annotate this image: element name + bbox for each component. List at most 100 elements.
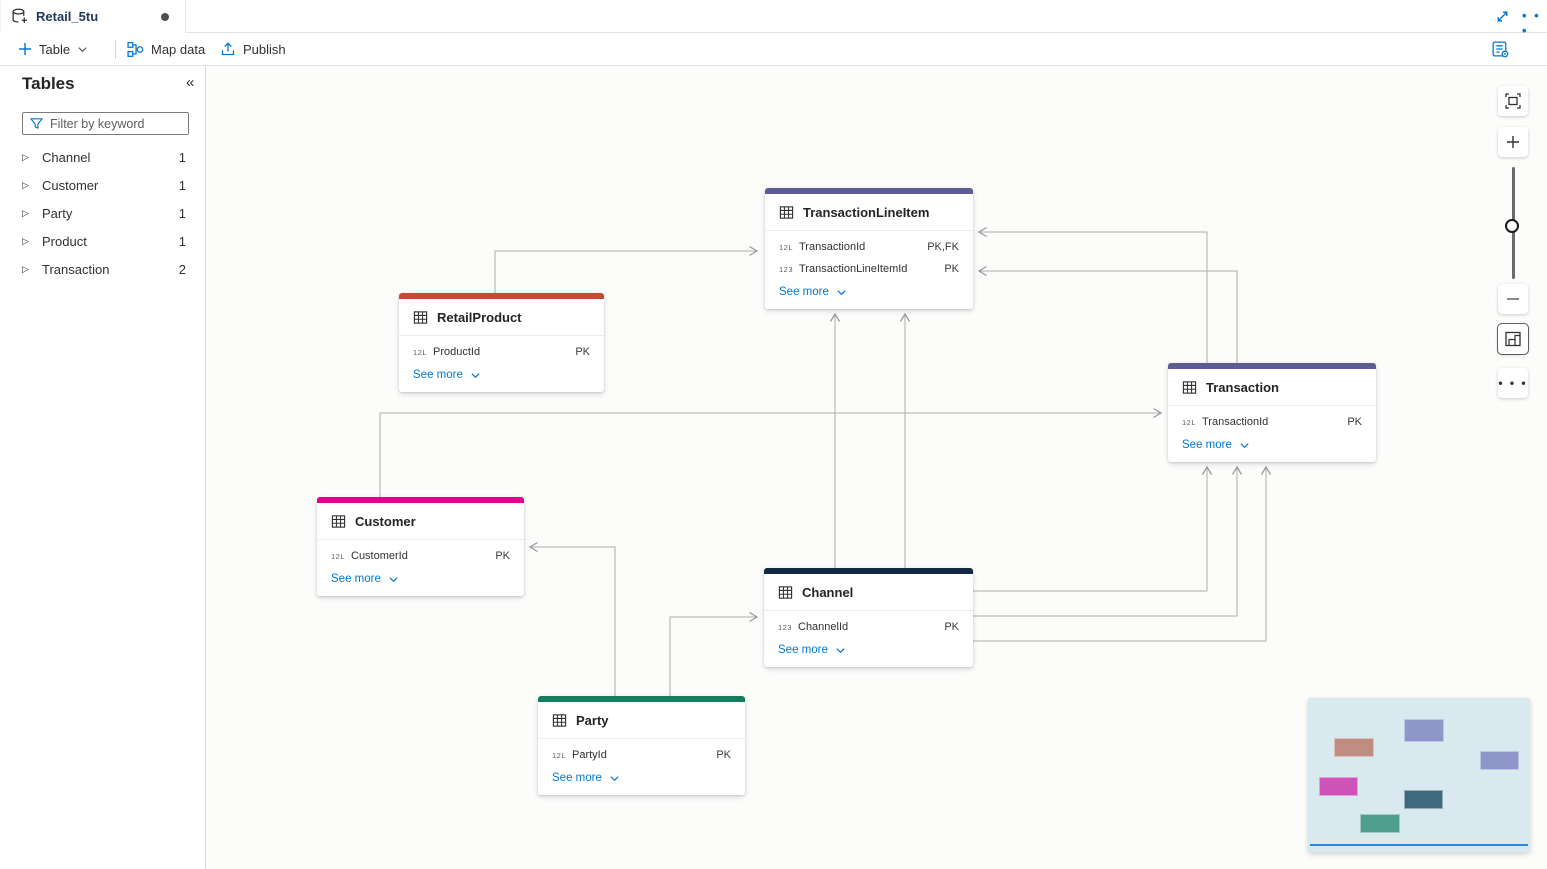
minimap-rect-channel — [1404, 790, 1443, 809]
table-count-badge: 1 — [178, 177, 186, 193]
entity-accent-bar — [765, 188, 973, 194]
entity-party[interactable]: Party 12L PartyId PK See more — [538, 696, 745, 795]
entity-transaction[interactable]: Transaction 12L TransactionId PK See mor… — [1168, 363, 1376, 462]
entity-accent-bar — [764, 568, 973, 574]
tab-retail-5tu[interactable]: Retail_5tu — [0, 0, 186, 33]
field-name: ProductId — [433, 346, 481, 358]
entity-title: RetailProduct — [437, 309, 522, 325]
int-type-icon: 123 — [778, 622, 793, 632]
bigint-type-icon: 12L — [779, 242, 794, 252]
minimap-icon — [1505, 331, 1521, 347]
tree-expand-icon[interactable]: ▷ — [22, 207, 29, 218]
field-row[interactable]: 12L PartyId PK — [538, 744, 745, 766]
see-more-label: See more — [1182, 439, 1232, 451]
properties-icon[interactable] — [1491, 40, 1510, 59]
tree-expand-icon[interactable]: ▷ — [22, 179, 29, 190]
chevron-down-icon — [836, 647, 845, 653]
table-icon — [331, 514, 346, 528]
bigint-type-icon: 12L — [552, 750, 567, 760]
tab-bar: Retail_5tu • • • — [0, 0, 1547, 38]
tree-expand-icon[interactable]: ▷ — [22, 263, 29, 274]
tree-expand-icon[interactable]: ▷ — [22, 235, 29, 246]
see-more-label: See more — [331, 573, 381, 585]
table-icon — [778, 585, 793, 599]
sidebar-item-product[interactable]: ▷ Product 1 — [0, 227, 206, 255]
chevron-down-icon — [471, 372, 480, 378]
table-icon — [552, 713, 567, 727]
entity-transactionlineitem[interactable]: TransactionLineItem 12L TransactionId PK… — [765, 188, 973, 309]
see-more-link[interactable]: See more — [765, 280, 973, 304]
fit-to-screen-button[interactable] — [1498, 86, 1528, 116]
field-name: PartyId — [572, 749, 607, 761]
entity-accent-bar — [317, 497, 524, 503]
minimap-viewport-line — [1310, 844, 1528, 846]
entity-retailproduct[interactable]: RetailProduct 12L ProductId PK See more — [399, 293, 604, 392]
key-badge: PK,FK — [927, 241, 959, 253]
sidebar-item-channel[interactable]: ▷ Channel 1 — [0, 143, 206, 171]
table-icon — [413, 310, 428, 324]
field-row[interactable]: 123 ChannelId PK — [764, 616, 973, 638]
sidebar-item-customer[interactable]: ▷ Customer 1 — [0, 171, 206, 199]
entity-title: Party — [576, 712, 609, 728]
add-table-button[interactable]: Table — [18, 33, 88, 65]
database-icon — [12, 8, 27, 23]
tab-title: Retail_5tu — [36, 9, 99, 24]
see-more-link[interactable]: See more — [399, 363, 604, 387]
collapse-panel-icon[interactable]: « — [186, 74, 195, 91]
chevron-down-icon — [837, 289, 846, 295]
field-row[interactable]: 12L TransactionId PK,FK — [765, 236, 973, 258]
entity-channel[interactable]: Channel 123 ChannelId PK See more — [764, 568, 973, 667]
filter-input[interactable] — [50, 116, 180, 131]
field-row[interactable]: 123 TransactionLineItemId PK — [765, 258, 973, 280]
entity-accent-bar — [538, 696, 745, 702]
field-row[interactable]: 12L TransactionId PK — [1168, 411, 1376, 433]
chevron-down-icon — [610, 775, 619, 781]
minimap[interactable] — [1308, 698, 1530, 852]
bigint-type-icon: 12L — [1182, 417, 1197, 427]
field-name: TransactionId — [799, 241, 866, 253]
field-row[interactable]: 12L ProductId PK — [399, 341, 604, 363]
key-badge: PK — [495, 550, 510, 562]
see-more-link[interactable]: See more — [538, 766, 745, 790]
sidebar-item-transaction[interactable]: ▷ Transaction 2 — [0, 255, 206, 283]
minimap-rect-transaction — [1480, 751, 1519, 770]
field-name: ChannelId — [798, 621, 849, 633]
plus-icon — [1507, 136, 1519, 148]
minimap-rect-transactionlineitem — [1404, 719, 1444, 742]
add-table-label: Table — [39, 41, 71, 57]
field-row[interactable]: 12L CustomerId PK — [317, 545, 524, 567]
zoom-out-button[interactable] — [1498, 284, 1528, 314]
minus-icon — [1507, 298, 1519, 300]
tab-more-icon[interactable]: • • • — [1522, 8, 1541, 38]
filter-field[interactable] — [22, 112, 189, 135]
minimap-rect-customer — [1319, 777, 1358, 796]
see-more-label: See more — [413, 369, 463, 381]
tables-panel — [0, 66, 206, 869]
chevron-down-icon — [1240, 442, 1249, 448]
zoom-in-button[interactable] — [1498, 127, 1528, 157]
expand-icon[interactable] — [1494, 8, 1511, 25]
see-more-link[interactable]: See more — [317, 567, 524, 591]
see-more-link[interactable]: See more — [1168, 433, 1376, 457]
see-more-link[interactable]: See more — [764, 638, 973, 662]
canvas-more-button[interactable]: • • • — [1498, 368, 1528, 398]
sidebar-item-party[interactable]: ▷ Party 1 — [0, 199, 206, 227]
see-more-label: See more — [778, 644, 828, 656]
map-data-button[interactable]: Map data — [127, 33, 205, 65]
key-badge: PK — [944, 263, 959, 275]
sidebar-item-label: Transaction — [42, 261, 110, 277]
sidebar-item-label: Product — [42, 233, 87, 249]
table-count-badge: 2 — [178, 261, 186, 277]
entity-accent-bar — [399, 293, 604, 299]
minimap-toggle-button[interactable] — [1497, 323, 1529, 355]
see-more-label: See more — [552, 772, 602, 784]
publish-button[interactable]: Publish — [220, 33, 286, 65]
key-badge: PK — [716, 749, 731, 761]
tab-bar-underline — [186, 32, 1547, 33]
toolbar: Table Map data Publish • • • — [0, 33, 1547, 105]
zoom-slider-thumb[interactable] — [1505, 219, 1519, 233]
filter-funnel-icon — [30, 118, 43, 129]
sidebar-item-label: Party — [42, 205, 73, 221]
tree-expand-icon[interactable]: ▷ — [22, 151, 29, 162]
entity-customer[interactable]: Customer 12L CustomerId PK See more — [317, 497, 524, 596]
